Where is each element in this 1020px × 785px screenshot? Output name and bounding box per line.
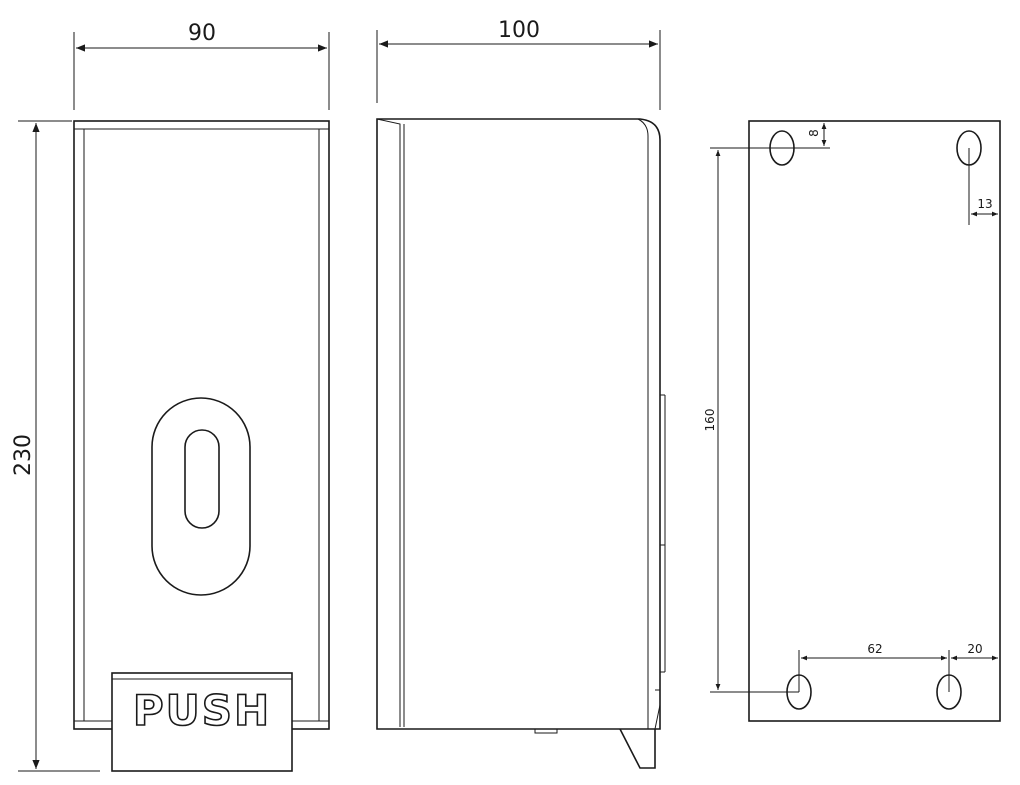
side-body-outline: [376, 118, 661, 730]
hole-vertical-spacing-label: 160: [703, 409, 717, 432]
side-lever: [619, 728, 656, 769]
hole-horizontal-spacing-label: 62: [867, 642, 882, 656]
front-view: PUSH 90 230: [11, 21, 330, 772]
side-view: 100: [376, 18, 666, 769]
back-view: 8 13 160 62 20: [703, 120, 1001, 722]
front-height-label: 230: [11, 434, 36, 476]
front-width-label: 90: [188, 21, 216, 46]
top-offset-label: 8: [807, 129, 821, 137]
side-offset-label: 13: [977, 197, 992, 211]
push-button: PUSH: [111, 672, 293, 772]
back-plate-outline: [748, 120, 1001, 722]
push-button-label: PUSH: [133, 686, 271, 735]
front-body-inner: [83, 128, 320, 722]
bottom-side-offset-label: 20: [967, 642, 982, 656]
front-body-outline: [73, 120, 330, 730]
level-window-outer: [151, 397, 251, 596]
side-depth-label: 100: [498, 18, 540, 43]
level-window-inner: [184, 429, 220, 529]
